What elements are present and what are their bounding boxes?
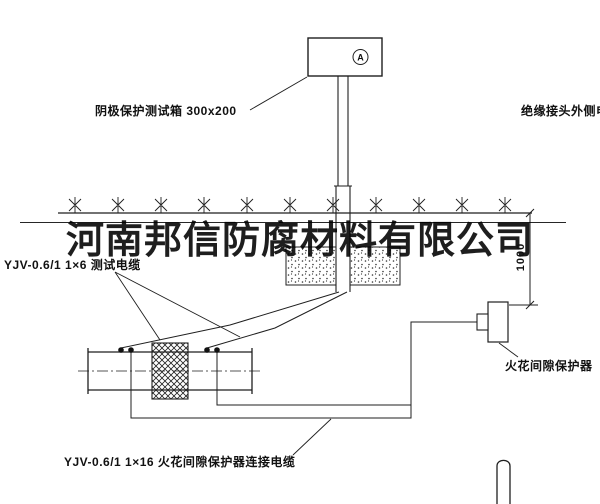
test-cable-label: YJV-0.6/1 1×6 测试电缆 — [4, 258, 141, 272]
test-box-label: 阴极保护测试箱 300x200 — [95, 104, 237, 118]
watermark-text: 河南邦信防腐材料有限公司 — [65, 220, 534, 262]
connection-cable-left — [130, 321, 477, 419]
concrete-block-left — [285, 246, 337, 286]
spark-gap-protector-box — [487, 301, 509, 343]
dimension-line — [509, 208, 538, 310]
leader-test-cable — [114, 271, 241, 341]
dimension-ticks — [525, 208, 535, 310]
test-cable-right — [206, 291, 348, 349]
lug-dot — [118, 347, 124, 353]
concrete-block-right — [349, 246, 401, 286]
leader-connection-cable — [292, 418, 332, 456]
spark-gap-protector-label: 火花间隙保护器 — [505, 359, 593, 373]
lug-dot — [204, 347, 210, 353]
connection-cable-right — [216, 352, 411, 406]
insulating-joint — [151, 342, 189, 400]
spark-gap-protector-terminal — [476, 313, 489, 331]
ground-hatch-marks — [68, 197, 512, 213]
lug-dot — [214, 347, 220, 353]
insulated-joint-cable-label: 绝缘接头外侧电缆 — [521, 104, 600, 118]
leader-spark-gap — [498, 342, 519, 358]
cable-lugs — [118, 347, 220, 353]
connection-cable-label: YJV-0.6/1 1×16 火花间隙保护器连接电缆 — [64, 455, 296, 469]
watermark-strike-line — [20, 222, 566, 223]
ammeter-letter: A — [357, 53, 364, 63]
lug-dot — [128, 347, 134, 353]
leader-test-box — [249, 76, 308, 111]
dimension-1000: 1000 — [515, 242, 527, 272]
test-cable-left — [120, 291, 340, 349]
test-box-outline — [307, 37, 383, 77]
ammeter-circle — [352, 49, 369, 65]
corner-symbol — [496, 459, 511, 504]
conduit-stem — [334, 76, 352, 187]
